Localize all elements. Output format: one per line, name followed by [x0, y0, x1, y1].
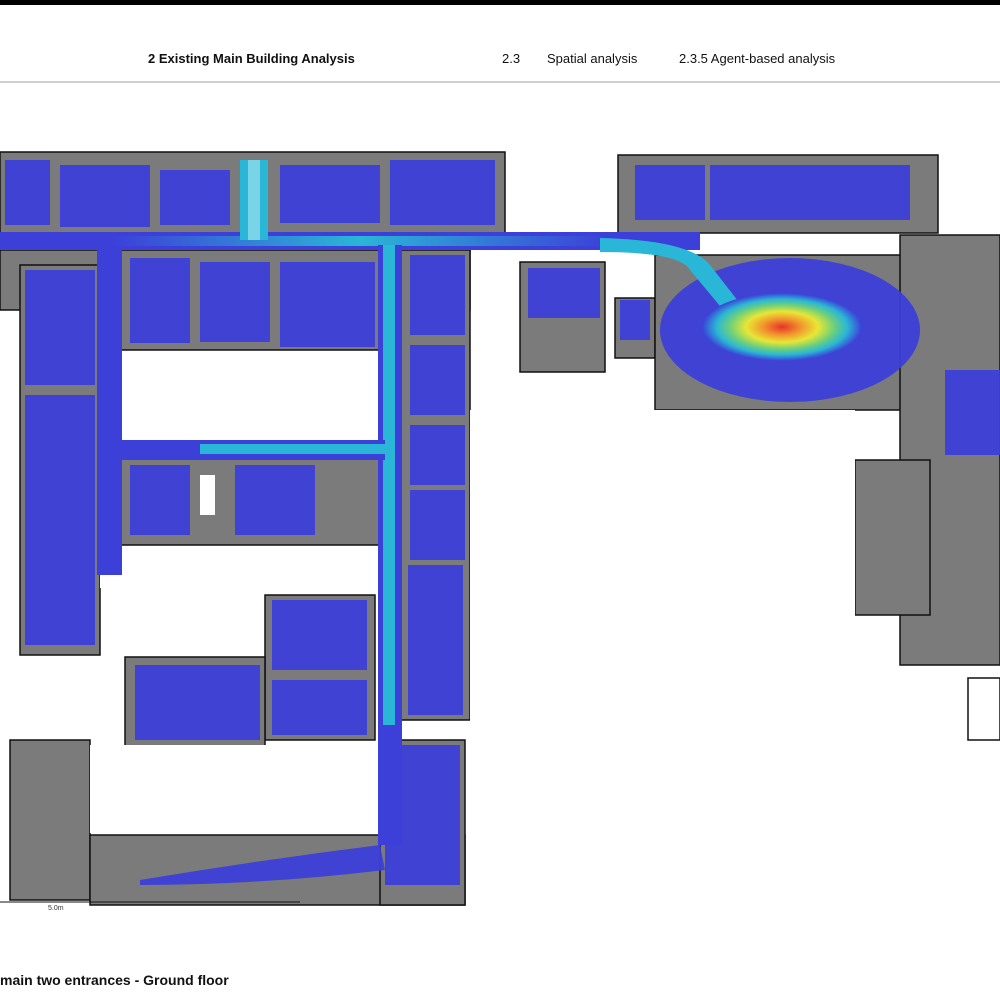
corridor-traces [0, 160, 745, 845]
scale-label: 5.0m [48, 905, 64, 912]
page-header: 2 Existing Main Building Analysis 2.3 Sp… [0, 5, 1000, 81]
annex-outline [967, 677, 1000, 741]
figure-caption: main two entrances - Ground floor [0, 972, 229, 988]
chapter-title: 2 Existing Main Building Analysis [148, 51, 355, 66]
section-title: Spatial analysis [547, 51, 638, 66]
courtyards [90, 352, 855, 910]
density-hotspot [702, 293, 862, 361]
subsection-title: 2.3.5 Agent-based analysis [679, 51, 836, 66]
top-black-bar [0, 0, 1000, 5]
header-divider [0, 81, 1000, 83]
section-number: 2.3 [502, 51, 521, 66]
floor-plan-heatmap [0, 151, 1000, 910]
